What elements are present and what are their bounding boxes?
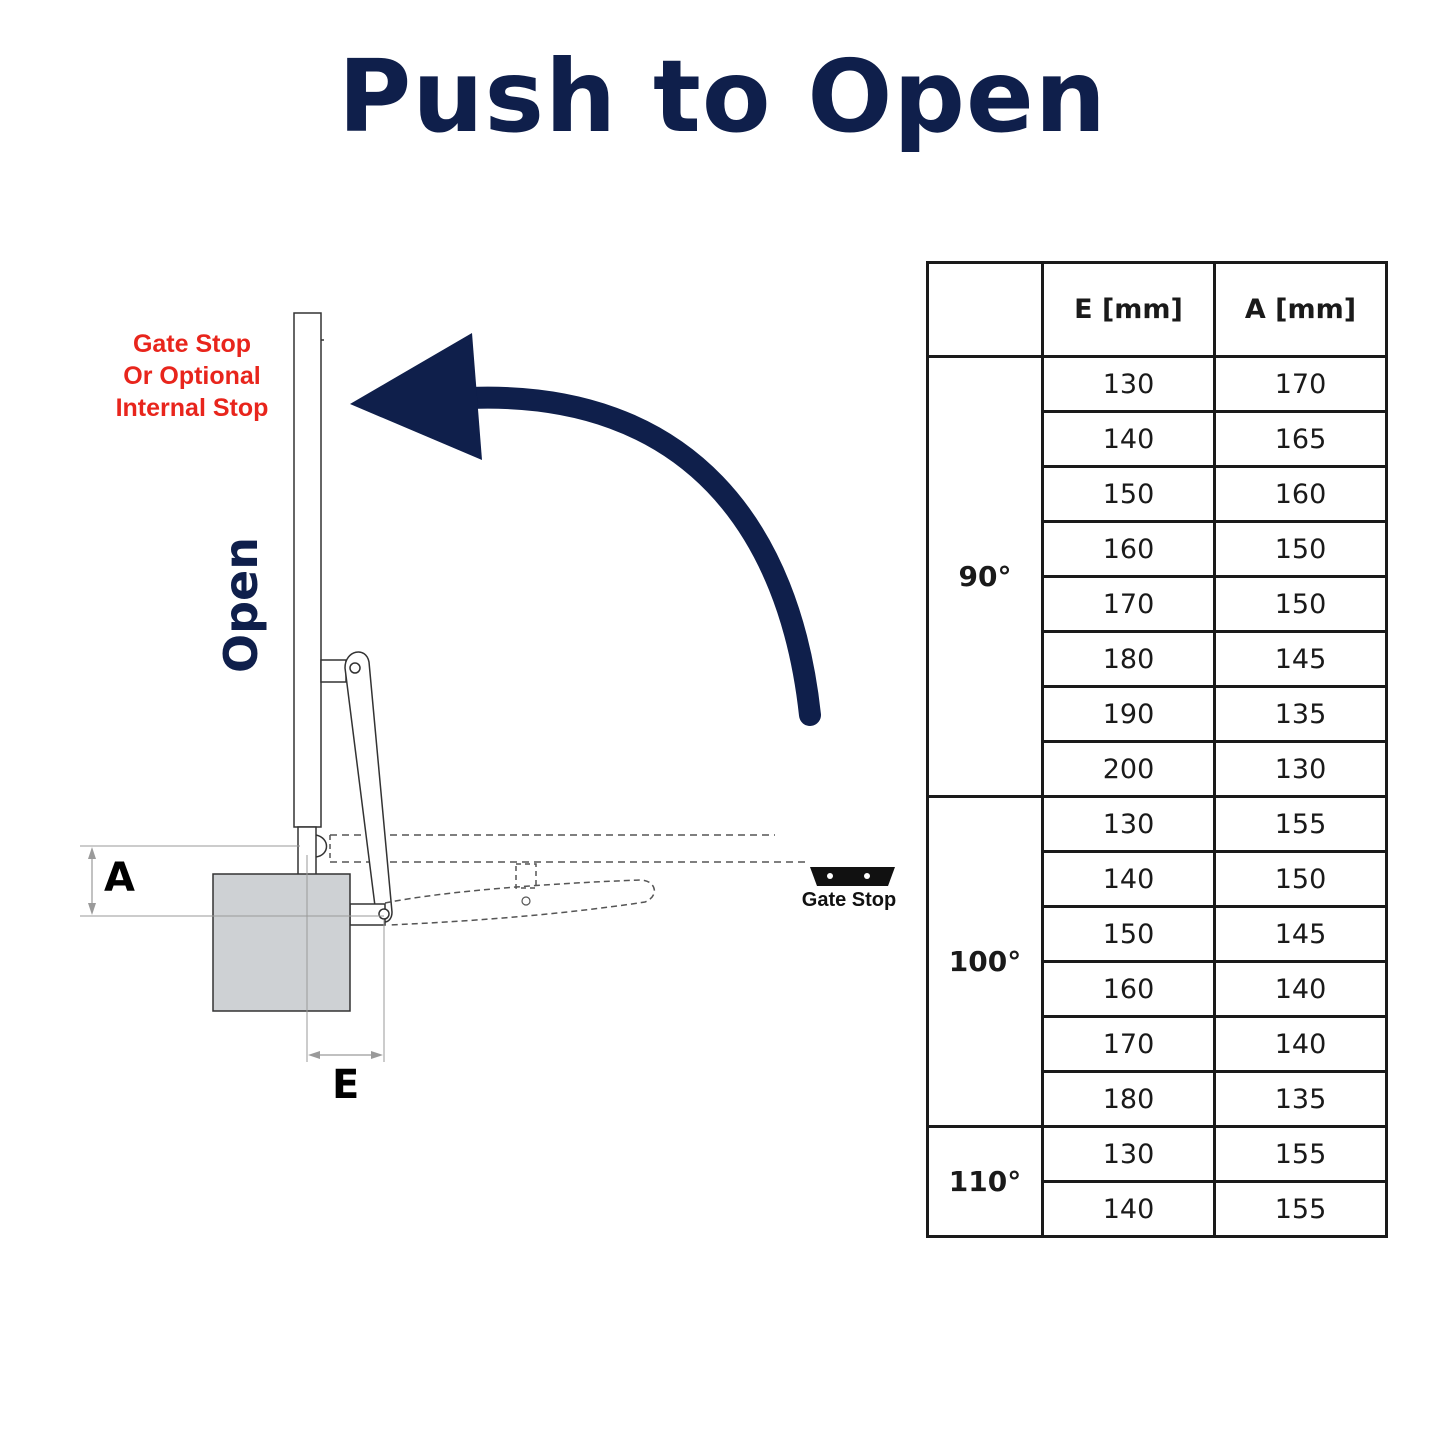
e-cell: 180 (1041, 1070, 1216, 1128)
table-header-a: A [mm] (1213, 261, 1388, 358)
e-cell: 150 (1041, 465, 1216, 523)
e-cell: 130 (1041, 795, 1216, 853)
e-cell: 130 (1041, 355, 1216, 413)
dimension-a-label: A (104, 855, 135, 901)
closed-gate-bracket (515, 863, 537, 889)
gate-stop-label: Gate Stop (801, 889, 897, 911)
open-direction-arrowhead (350, 333, 482, 460)
a-cell: 155 (1213, 1180, 1388, 1238)
table-row: 140 155 (928, 1180, 1388, 1238)
motor-housing (212, 873, 351, 1012)
table-row: 150 160 (928, 465, 1388, 523)
angle-cell: 110° (926, 1125, 1044, 1238)
angle-cell: 90° (926, 355, 1044, 798)
table-header-row: E [mm] A [mm] (926, 261, 1388, 358)
a-cell: 165 (1213, 410, 1388, 468)
a-cell: 155 (1213, 1125, 1388, 1183)
a-cell: 150 (1213, 850, 1388, 908)
a-cell: 130 (1213, 740, 1388, 798)
page-title: Push to Open (338, 38, 1107, 155)
e-cell: 190 (1041, 685, 1216, 743)
a-cell: 170 (1213, 355, 1388, 413)
dimension-e-label: E (332, 1062, 360, 1108)
table-row: 160 140 (928, 960, 1388, 1018)
gate-stop-block (810, 867, 895, 886)
e-cell: 130 (1041, 1125, 1216, 1183)
table-row: 110° 130 155 (926, 1125, 1388, 1238)
table-header-e: E [mm] (1041, 261, 1216, 358)
arm-pivot (378, 908, 390, 920)
table-row: 170 150 (928, 575, 1388, 633)
table-row: 200 130 (928, 740, 1388, 798)
e-cell: 200 (1041, 740, 1216, 798)
operator-arm-open (344, 651, 393, 923)
a-cell: 140 (1213, 960, 1388, 1018)
e-cell: 160 (1041, 960, 1216, 1018)
e-cell: 160 (1041, 520, 1216, 578)
a-cell: 150 (1213, 520, 1388, 578)
table-row: 150 145 (928, 905, 1388, 963)
e-cell: 150 (1041, 905, 1216, 963)
a-cell: 155 (1213, 795, 1388, 853)
table-header-angle (926, 261, 1044, 358)
open-label: Open (214, 537, 268, 673)
a-cell: 135 (1213, 685, 1388, 743)
gate-leaf-open (293, 312, 322, 828)
table-row: 180 145 (928, 630, 1388, 688)
table-row: 160 150 (928, 520, 1388, 578)
table-row: 90° 130 170 (926, 355, 1388, 798)
a-cell: 140 (1213, 1015, 1388, 1073)
dimension-table: E [mm] A [mm] 90° 130 170 140 165 150 16… (926, 261, 1388, 1238)
a-cell: 145 (1213, 905, 1388, 963)
table-row: 140 165 (928, 410, 1388, 468)
angle-cell: 100° (926, 795, 1044, 1128)
e-cell: 140 (1041, 410, 1216, 468)
a-cell: 135 (1213, 1070, 1388, 1128)
table-row: 170 140 (928, 1015, 1388, 1073)
e-cell: 180 (1041, 630, 1216, 688)
table-row: 190 135 (928, 685, 1388, 743)
a-cell: 150 (1213, 575, 1388, 633)
table-row: 140 150 (928, 850, 1388, 908)
e-cell: 140 (1041, 850, 1216, 908)
a-cell: 160 (1213, 465, 1388, 523)
open-direction-arrow (459, 386, 821, 726)
e-cell: 140 (1041, 1180, 1216, 1238)
a-cell: 145 (1213, 630, 1388, 688)
operator-arm-closed (384, 879, 655, 926)
gate-stop-open-label: Gate Stop Or Optional Internal Stop (115, 330, 269, 422)
e-cell: 170 (1041, 1015, 1216, 1073)
e-cell: 170 (1041, 575, 1216, 633)
table-row: 180 135 (928, 1070, 1388, 1128)
gate-bracket (320, 659, 347, 683)
table-row: 100° 130 155 (926, 795, 1388, 1128)
